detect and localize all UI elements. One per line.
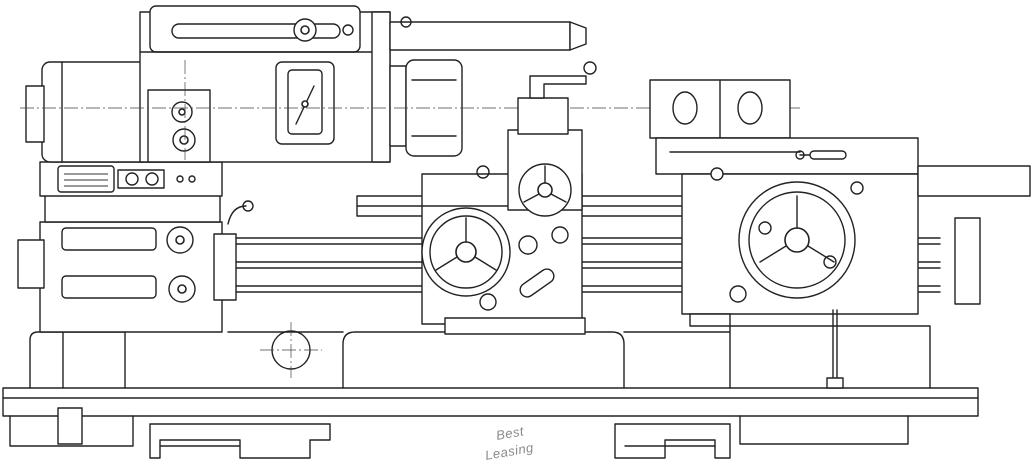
gearbox-lever xyxy=(228,201,253,224)
feed-knob-lower xyxy=(169,276,195,302)
watermark-line-1: Best xyxy=(495,423,526,443)
speed-selector-dial xyxy=(288,70,322,134)
tailstock-handwheel xyxy=(739,182,855,298)
gearbox-control-panel xyxy=(40,162,222,196)
tool-post xyxy=(477,62,596,178)
apron-handwheel xyxy=(422,208,510,296)
headstock-motor-housing xyxy=(26,62,152,162)
watermark-line-2: Leasing xyxy=(484,440,535,463)
spindle-bar xyxy=(390,17,586,50)
pedestal-hole xyxy=(260,322,322,378)
headstock-knob-lower xyxy=(173,129,195,151)
tailstock-lever xyxy=(796,151,846,159)
lathe-bed xyxy=(3,388,978,446)
feed-knob-upper xyxy=(167,227,193,253)
feed-gearbox xyxy=(18,192,236,332)
headstock-knob-upper xyxy=(172,102,192,122)
tailstock-head xyxy=(650,80,790,138)
foot-right xyxy=(615,424,730,458)
right-pedestal xyxy=(730,326,930,388)
apron-knobs xyxy=(480,227,568,310)
compound-rest xyxy=(508,98,582,216)
foot-left xyxy=(150,424,330,458)
headstock-top-star-knob xyxy=(172,19,353,41)
left-pedestal xyxy=(30,332,125,388)
middle-bed-frame xyxy=(228,332,730,388)
tailstock-knobs xyxy=(711,168,863,302)
support-rod xyxy=(827,310,843,388)
